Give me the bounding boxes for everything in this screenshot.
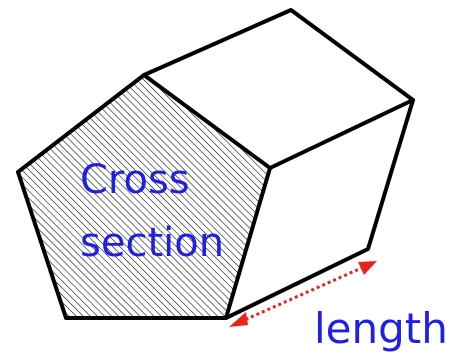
length-arrow: [229, 261, 377, 327]
front-pentagon-outline: [16, 73, 272, 320]
length-label: length: [314, 304, 448, 353]
top-back-edge: [142, 8, 415, 170]
right-back-edge: [224, 98, 415, 320]
cross-section-label-line1: Cross: [80, 157, 190, 203]
cross-section-label-line2: section: [80, 220, 225, 266]
cross-section-face: [18, 75, 270, 318]
